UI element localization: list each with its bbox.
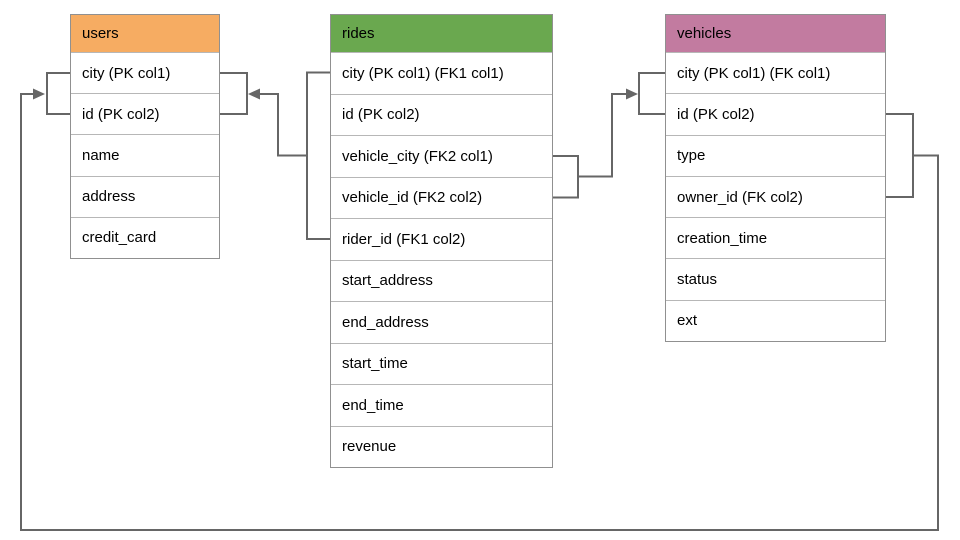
vehicles-table: vehicles city (PK col1) (FK col1) id (PK… (665, 14, 886, 343)
table-row: rider_id (FK1 col2) (331, 218, 552, 260)
table-row: revenue (331, 425, 552, 467)
fk-connector-line (20, 93, 939, 531)
fk-vehicles-to-users-connector (20, 72, 939, 531)
rides-left-bracket (306, 71, 330, 240)
table-row: address (71, 175, 219, 217)
users-left-bracket (46, 72, 70, 115)
table-row: status (666, 258, 885, 300)
table-header-rides: rides (331, 15, 552, 52)
fk2-rides-to-vehicles-connector (553, 72, 665, 199)
table-row: owner_id (FK col2) (666, 175, 885, 218)
users-right-bracket (220, 72, 248, 115)
rides-right-bracket (553, 155, 579, 199)
table-row: start_time (331, 342, 552, 384)
table-row: type (666, 134, 885, 176)
fk1-rides-to-users-connector (220, 71, 330, 240)
table-row: credit_card (71, 216, 219, 258)
table-row: id (PK col2) (71, 93, 219, 135)
arrowhead-icon (248, 88, 260, 100)
rides-table: rides city (PK col1) (FK1 col1) id (PK c… (330, 14, 553, 468)
table-row: creation_time (666, 217, 885, 259)
arrowhead-icon (626, 88, 638, 100)
table-row: end_time (331, 384, 552, 426)
table-row: id (PK col2) (666, 93, 885, 135)
table-row: city (PK col1) (FK col1) (666, 52, 885, 94)
arrowhead-icon (33, 88, 45, 100)
fk1-connector-line (259, 93, 307, 157)
table-header-vehicles: vehicles (666, 15, 885, 52)
table-row: vehicle_city (FK2 col1) (331, 135, 552, 177)
table-row: ext (666, 299, 885, 342)
vehicles-left-bracket (638, 72, 665, 115)
users-table: users city (PK col1) id (PK col2) name a… (70, 14, 220, 259)
table-row: vehicle_id (FK2 col2) (331, 176, 552, 218)
table-row: id (PK col2) (331, 93, 552, 135)
table-row: end_address (331, 301, 552, 343)
table-row: start_address (331, 259, 552, 301)
table-row: name (71, 134, 219, 176)
fk2-connector-line (578, 93, 628, 178)
table-header-users: users (71, 15, 219, 52)
table-row: city (PK col1) (71, 52, 219, 94)
vehicles-right-bracket (886, 113, 914, 198)
table-row: city (PK col1) (FK1 col1) (331, 52, 552, 94)
